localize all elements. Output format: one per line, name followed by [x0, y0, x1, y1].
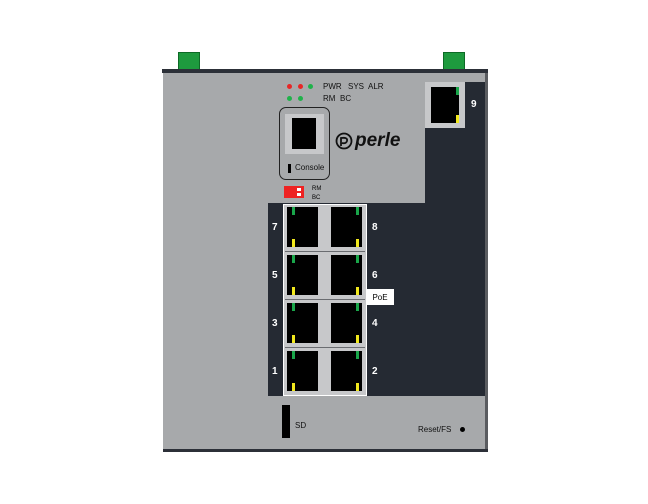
- ethernet-port-4[interactable]: [331, 303, 362, 343]
- bottom-edge: [163, 449, 488, 452]
- port-number-5: 5: [272, 270, 278, 281]
- led-bc: [298, 96, 303, 101]
- port-number-9: 9: [471, 99, 477, 110]
- dip-label-bc: BC: [312, 195, 321, 201]
- dip-label-rm: RM: [312, 186, 322, 192]
- perle-logo: perle: [335, 130, 400, 152]
- console-port[interactable]: [292, 118, 316, 149]
- led-pwr: [287, 84, 292, 89]
- port-number-4: 4: [372, 318, 378, 329]
- led-sys: [298, 84, 303, 89]
- console-port-frame[interactable]: Console: [279, 107, 330, 180]
- port-number-2: 2: [372, 366, 378, 377]
- poe-label-box: PoE: [366, 289, 394, 305]
- led-alr: [308, 84, 313, 89]
- top-edge: [162, 69, 488, 73]
- led-label-pwr: PWR: [323, 82, 342, 91]
- console-usb-slot: [288, 164, 291, 173]
- port-row-divider: [285, 299, 365, 300]
- port-row-divider: [285, 251, 365, 252]
- console-label: Console: [295, 163, 325, 172]
- perle-logo-icon: [335, 132, 353, 150]
- led-rm: [287, 96, 292, 101]
- perle-logo-text: perle: [355, 130, 401, 151]
- reset-button[interactable]: [460, 427, 465, 432]
- ethernet-port-1[interactable]: [287, 351, 318, 391]
- sd-card-slot[interactable]: [282, 405, 290, 438]
- port-row-divider: [285, 347, 365, 348]
- ethernet-port-7[interactable]: [287, 207, 318, 247]
- led-label-bc: BC: [340, 94, 352, 103]
- uplink-port-9-frame: [425, 82, 465, 128]
- poe-label: PoE: [372, 292, 388, 302]
- port-number-7: 7: [272, 222, 278, 233]
- uplink-port-9[interactable]: [431, 87, 459, 123]
- port-number-1: 1: [272, 366, 278, 377]
- led-label-alr: ALR: [368, 82, 384, 91]
- ethernet-port-5[interactable]: [287, 255, 318, 295]
- reset-label: Reset/FS: [418, 425, 452, 434]
- dip-switch[interactable]: [284, 186, 304, 198]
- console-port-bezel: [285, 114, 324, 154]
- ethernet-port-2[interactable]: [331, 351, 362, 391]
- ethernet-port-8[interactable]: [331, 207, 362, 247]
- port-number-8: 8: [372, 222, 378, 233]
- ethernet-port-3[interactable]: [287, 303, 318, 343]
- led-label-rm: RM: [323, 94, 336, 103]
- led-label-sys: SYS: [348, 82, 365, 91]
- port-number-3: 3: [272, 318, 278, 329]
- ethernet-port-6[interactable]: [331, 255, 362, 295]
- port-number-6: 6: [372, 270, 378, 281]
- sd-label: SD: [295, 421, 307, 430]
